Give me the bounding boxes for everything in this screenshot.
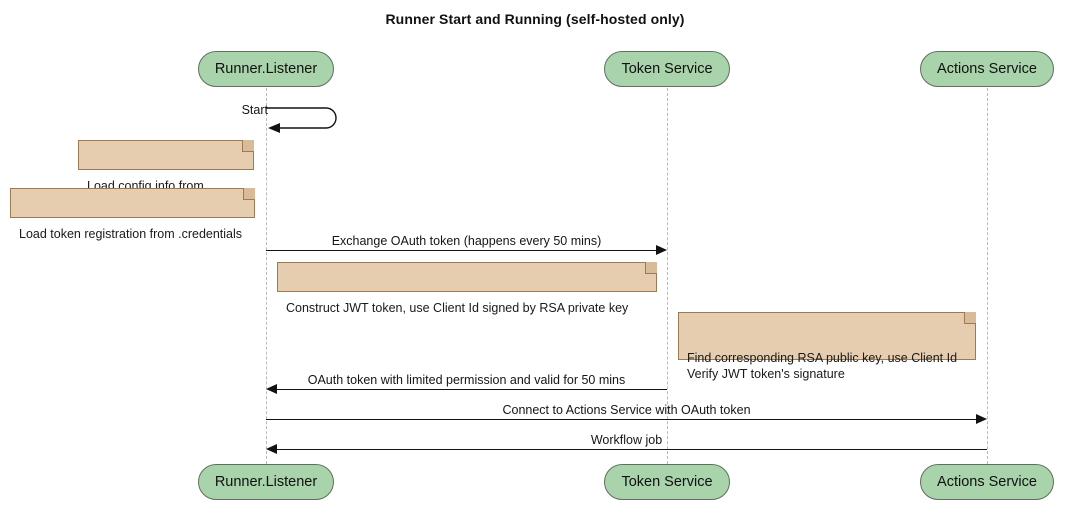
actor-foot-runner[interactable]: Runner.Listener bbox=[198, 464, 334, 500]
message-arrow-start[interactable] bbox=[264, 104, 340, 134]
note-construct-jwt: Construct JWT token, use Client Id signe… bbox=[277, 262, 657, 315]
actor-foot-actions-service[interactable]: Actions Service bbox=[920, 464, 1054, 500]
message-line-oauth-token-reply[interactable] bbox=[277, 389, 667, 390]
message-label-oauth-token-reply: OAuth token with limited permission and … bbox=[307, 373, 626, 387]
actor-head-token-service[interactable]: Token Service bbox=[604, 51, 730, 87]
lifeline-token-service bbox=[667, 88, 668, 464]
message-label-connect-actions-service: Connect to Actions Service with OAuth to… bbox=[502, 403, 751, 417]
page-title: Runner Start and Running (self-hosted on… bbox=[385, 11, 685, 27]
note-text: Construct JWT token, use Client Id signe… bbox=[286, 301, 629, 315]
message-label-workflow-job: Workflow job bbox=[590, 433, 663, 447]
note-fold-corner-icon bbox=[242, 140, 254, 152]
message-line-exchange-oauth-token[interactable] bbox=[266, 250, 656, 251]
lifeline-actions-service bbox=[987, 88, 988, 464]
note-fold-corner-icon bbox=[243, 188, 255, 200]
message-label-start: Start bbox=[241, 103, 268, 117]
note-load-token-registration: Load token registration from .credential… bbox=[10, 188, 255, 241]
arrow-head-oauth-token-reply bbox=[266, 384, 277, 394]
note-verify-jwt: Find corresponding RSA public key, use C… bbox=[678, 312, 976, 381]
note-text: Find corresponding RSA public key, use C… bbox=[687, 351, 958, 381]
note-load-config: Load config info from .runner bbox=[78, 140, 254, 209]
actor-head-runner[interactable]: Runner.Listener bbox=[198, 51, 334, 87]
note-text: Load token registration from .credential… bbox=[19, 227, 243, 241]
message-label-exchange-oauth-token: Exchange OAuth token (happens every 50 m… bbox=[331, 234, 602, 248]
actor-foot-token-service[interactable]: Token Service bbox=[604, 464, 730, 500]
message-line-connect-actions-service[interactable] bbox=[266, 419, 976, 420]
arrow-head-connect-actions-service bbox=[976, 414, 987, 424]
note-fold-corner-icon bbox=[964, 312, 976, 324]
lifeline-runner bbox=[266, 88, 267, 464]
actor-head-actions-service[interactable]: Actions Service bbox=[920, 51, 1054, 87]
arrow-head-exchange-oauth-token bbox=[656, 245, 667, 255]
note-fold-corner-icon bbox=[645, 262, 657, 274]
message-line-workflow-job[interactable] bbox=[277, 449, 987, 450]
arrow-head-workflow-job bbox=[266, 444, 277, 454]
